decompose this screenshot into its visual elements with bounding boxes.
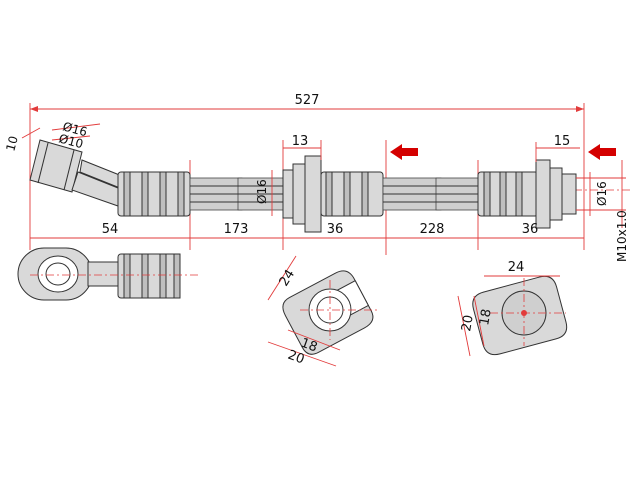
overall-length-label: 527 [295,93,320,108]
dim-line-24-left [267,255,297,301]
hose-section-2 [382,177,479,211]
eye-height-label: 10 [3,134,20,152]
arrow-left-icon [588,144,616,160]
dim-line-20-right [457,295,471,357]
bracket-width-right-label: 15 [554,134,571,149]
segment-54-label: 54 [102,222,119,237]
crimp-fitting-left [117,171,191,217]
arrow-left-icon [390,144,418,160]
clip-right-20-label: 20 [459,314,477,333]
dim-line-18-right [473,295,485,347]
dim-arrowhead [576,106,584,112]
clip-right-18-label: 18 [477,308,495,327]
leader-line-dia16 [51,123,101,131]
clip-left-18-label: 18 [299,336,320,356]
clip-right-24-label: 24 [508,260,525,275]
thread-dia-left-label: Ø16 [255,179,269,204]
thread-dia-right-label: Ø16 [595,181,609,206]
dim-line-10 [21,127,41,139]
thread-spec-label: M10x1.0 [615,210,629,262]
dim-arrowhead [30,106,38,112]
right-end-fitting [477,159,577,229]
segment-36-right-label: 36 [522,222,539,237]
clip-left-20-label: 20 [286,348,307,368]
banjo-eye-left [29,139,123,207]
hose-section-1 [189,177,287,211]
segment-36-left-label: 36 [327,222,344,237]
middle-bracket-fitting [282,155,384,233]
bracket-width-left-label: 13 [292,134,309,149]
banjo-eye-side-view [17,247,181,301]
clip-view-left [282,270,374,355]
dim-line-18-left [287,329,341,351]
eye-outer-dia-label: Ø16 [61,119,88,139]
clip-left-24-label: 24 [277,267,298,289]
leader-line-dia10 [51,135,91,141]
eye-inner-dia-label: Ø10 [57,131,84,151]
dim-line-20-left [267,341,337,367]
segment-228-label: 228 [420,222,445,237]
segment-173-label: 173 [224,222,249,237]
